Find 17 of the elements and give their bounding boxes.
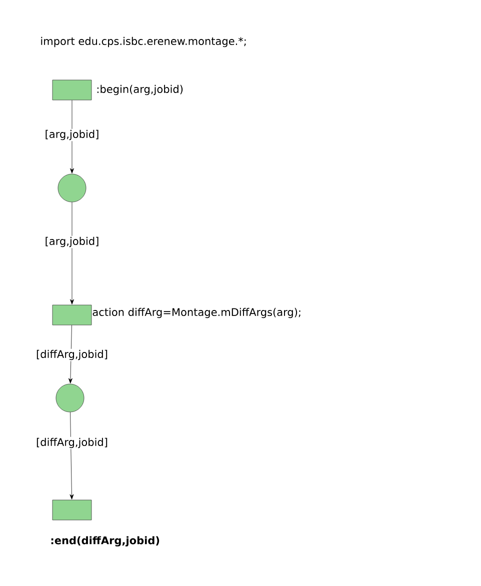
circle-node (58, 174, 86, 202)
beside-text: action diffArg=Montage.mDiffArgs(arg); (92, 308, 300, 318)
beside-text: :begin(arg,jobid) (97, 84, 183, 96)
title: import edu.cps.isbc.erenew.montage.*; (41, 36, 246, 48)
arrow (68, 325, 72, 384)
edge-label: [arg,jobid] (44, 236, 100, 248)
beside-text: :end(diffArg,jobid) (51, 536, 160, 546)
place-box (52, 500, 92, 520)
arrow (70, 100, 74, 174)
arrow (70, 202, 74, 304)
place-box (52, 80, 92, 100)
edge-label: [diffArg,jobid] (35, 436, 109, 450)
edge-label: [arg,jobid] (44, 128, 100, 142)
circle-node (56, 384, 84, 412)
place-box (52, 304, 92, 326)
edge-label: [diffArg,jobid] (35, 348, 109, 362)
arrow (70, 412, 74, 500)
